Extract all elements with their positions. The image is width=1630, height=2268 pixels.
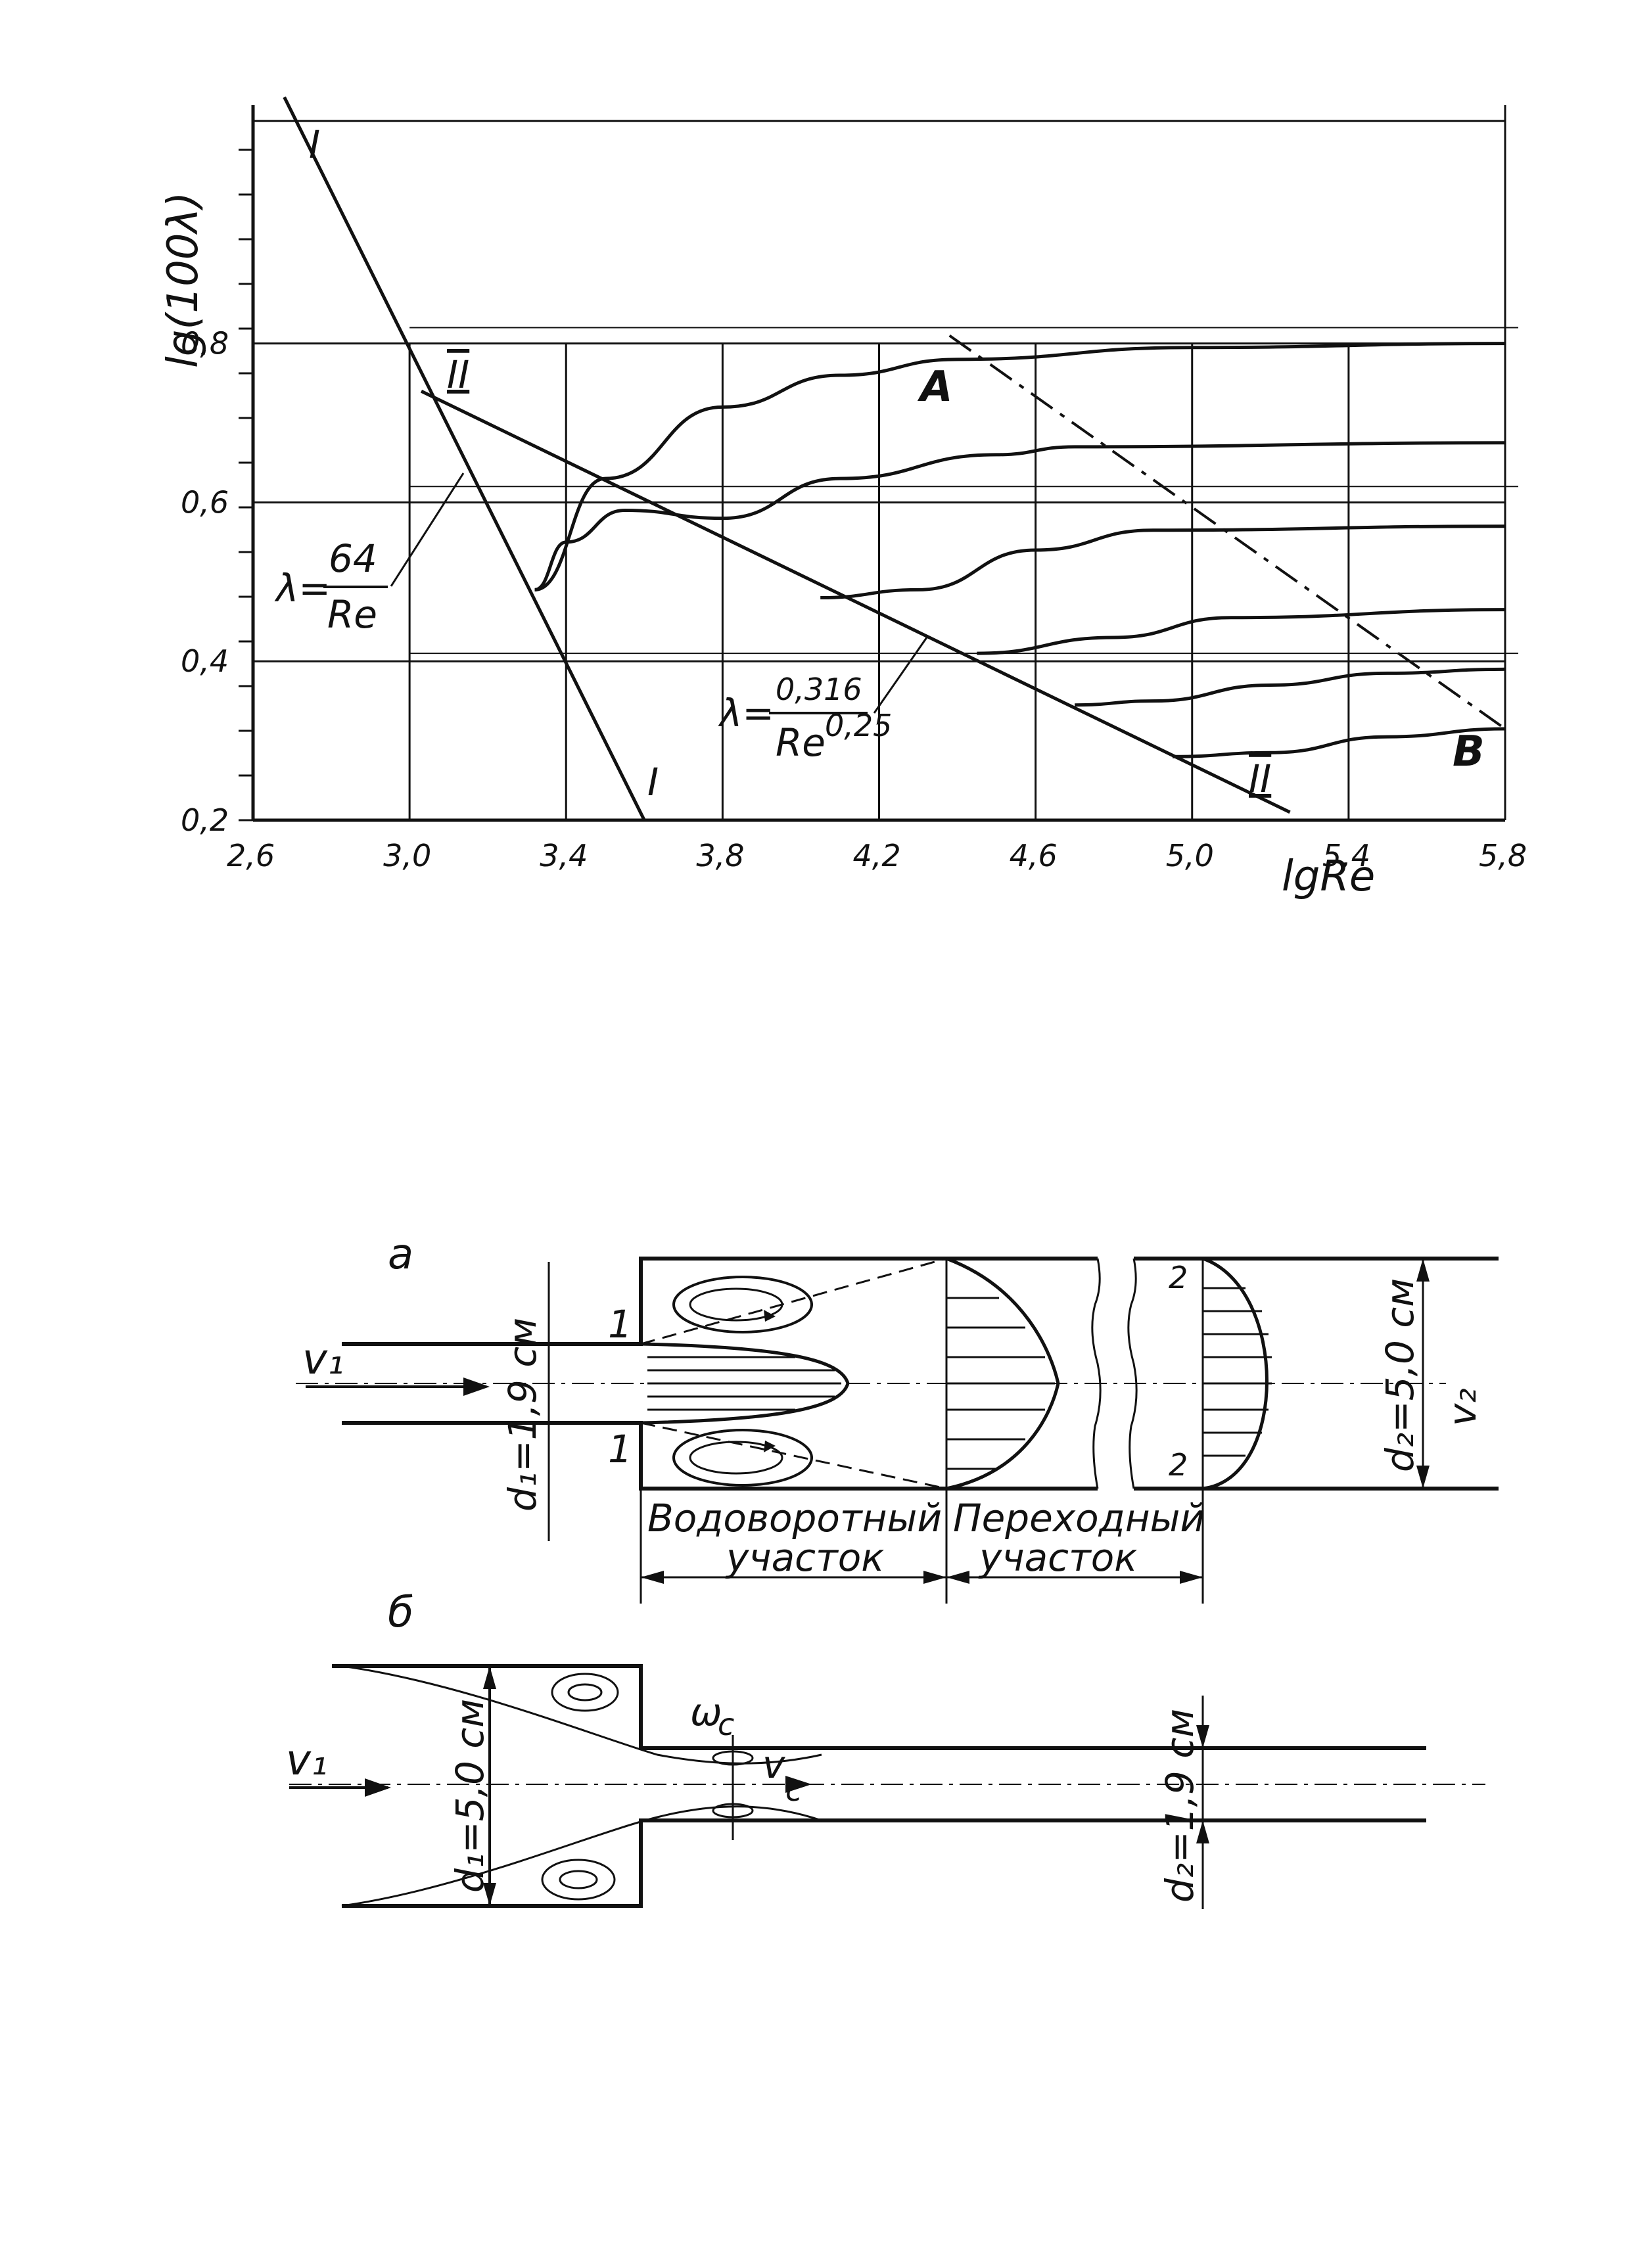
zone-eddy-line1: Водоворотный bbox=[647, 1496, 942, 1540]
d2-label-b: d₂=1,9 см bbox=[1157, 1709, 1202, 1903]
chart-series bbox=[283, 96, 1506, 822]
label-I-top: I bbox=[309, 122, 320, 167]
transition-profile bbox=[946, 1257, 1060, 1491]
blasius-numerator: 0,316 bbox=[776, 672, 862, 707]
vc-arrowhead bbox=[785, 1776, 812, 1793]
v1-label-a: v₁ bbox=[302, 1335, 344, 1384]
point-A-label: A bbox=[917, 363, 953, 411]
sudden-expansion-diagram: а bbox=[296, 1230, 1499, 1604]
zone-transition-line1: Переходный bbox=[953, 1496, 1205, 1540]
zone-eddy-line2: участок bbox=[725, 1535, 884, 1580]
v1-label-b: v₁ bbox=[286, 1736, 328, 1785]
inlet-arrowhead-b bbox=[365, 1778, 391, 1797]
series-5 bbox=[977, 608, 1506, 655]
eddy-b-bottom bbox=[541, 1859, 616, 1901]
streamline-bottom bbox=[341, 1805, 822, 1907]
x-tick-5: 4,6 bbox=[1010, 838, 1058, 873]
laminar-numerator: 64 bbox=[329, 536, 377, 581]
inlet-profile bbox=[640, 1342, 850, 1425]
pipe-wall-top bbox=[342, 1257, 1098, 1346]
label-I-bottom: I bbox=[647, 760, 659, 804]
blasius-denominator: Re bbox=[776, 720, 826, 765]
x-tick-2: 3,4 bbox=[540, 838, 588, 873]
inlet-profile-arrows bbox=[647, 1356, 841, 1411]
outlet-profile bbox=[1202, 1257, 1269, 1491]
y-tick-1: 0,4 bbox=[181, 643, 229, 679]
blasius-exponent: 0,25 bbox=[825, 708, 892, 743]
series-7 bbox=[1172, 727, 1506, 758]
jet-boundaries bbox=[640, 1257, 947, 1490]
y-axis-label: lg(100λ) bbox=[159, 192, 208, 368]
transition-profile-arrows bbox=[946, 1297, 1055, 1470]
d1-label-b: d₁=5,0 см bbox=[448, 1699, 492, 1893]
series-3 bbox=[534, 441, 1506, 591]
x-tick-6: 5,0 bbox=[1166, 838, 1214, 873]
section1-top-label: 1 bbox=[608, 1302, 632, 1347]
break-right bbox=[1127, 1258, 1138, 1489]
pipe-wall-right bbox=[1134, 1257, 1499, 1491]
series-4 bbox=[820, 524, 1506, 600]
label-II-bottom: II bbox=[1249, 756, 1271, 801]
x-tick-3: 3,8 bbox=[696, 838, 744, 873]
eddy-top bbox=[672, 1276, 813, 1333]
laminar-leader bbox=[390, 473, 465, 587]
omega-label: ω bbox=[690, 1690, 722, 1734]
pipe-b-top bbox=[332, 1664, 1426, 1750]
series-1 bbox=[420, 389, 1291, 814]
eddy-b-top bbox=[551, 1673, 619, 1712]
y-tick-2: 0,6 bbox=[181, 484, 229, 520]
x-axis-label: lgRe bbox=[1282, 852, 1375, 901]
section2-top-label: 2 bbox=[1169, 1260, 1188, 1295]
x-tick-1: 3,0 bbox=[383, 838, 431, 873]
outlet-profile-arrows bbox=[1203, 1287, 1272, 1457]
diagram-a-letter: а bbox=[388, 1230, 413, 1279]
zone-transition-line2: участок bbox=[978, 1535, 1137, 1580]
series-0 bbox=[283, 96, 646, 822]
label-II-top: II bbox=[447, 352, 469, 397]
x-tick-0: 2,6 bbox=[227, 838, 275, 873]
x-tick-8: 5,8 bbox=[1479, 838, 1527, 873]
point-B-label: B bbox=[1453, 728, 1485, 776]
d2-label-a: d₂=5,0 см bbox=[1378, 1278, 1422, 1472]
x-tick-4: 4,2 bbox=[853, 838, 901, 873]
series-6 bbox=[1075, 667, 1506, 707]
series-2 bbox=[534, 342, 1506, 591]
sudden-contraction-diagram: б ω c v c v₁ bbox=[286, 1588, 1485, 1909]
d2-arrowheads bbox=[1416, 1259, 1430, 1489]
x-tick-7: 5,4 bbox=[1322, 838, 1370, 873]
v2-label-a: v₂ bbox=[1440, 1388, 1485, 1426]
laminar-denominator: Re bbox=[327, 592, 377, 637]
section1-bottom-label: 1 bbox=[608, 1427, 632, 1471]
y-tick-0: 0,2 bbox=[181, 802, 229, 838]
break-left bbox=[1091, 1258, 1102, 1489]
blasius-formula: λ= 0,316 Re 0,25 bbox=[718, 637, 928, 765]
blasius-leader bbox=[873, 637, 928, 714]
y-tick-3: 0,8 bbox=[181, 326, 229, 361]
inlet-arrowhead bbox=[463, 1377, 490, 1396]
laminar-formula: λ= 64 Re bbox=[274, 473, 465, 637]
vc-label: v bbox=[762, 1742, 786, 1787]
pipe-b-bottom bbox=[342, 1818, 1426, 1908]
pipe-wall-bottom bbox=[342, 1421, 1098, 1491]
section2-bottom-label: 2 bbox=[1169, 1447, 1188, 1483]
chart-ticks: 2,6 3,0 3,4 3,8 4,2 4,6 5,0 5,4 5,8 0,2 0,4 0,6 0,8 bbox=[181, 149, 1527, 873]
blasius-lambda: λ= bbox=[718, 691, 774, 735]
eddy-bottom bbox=[672, 1429, 813, 1487]
series-8 bbox=[948, 334, 1506, 730]
streamline-top bbox=[341, 1665, 822, 1765]
laminar-lambda: λ= bbox=[274, 566, 331, 611]
d1-label-a: d₁=1,9 см bbox=[500, 1318, 545, 1512]
diagram-b-letter: б bbox=[388, 1588, 413, 1637]
omega-sub: c bbox=[718, 1707, 734, 1742]
